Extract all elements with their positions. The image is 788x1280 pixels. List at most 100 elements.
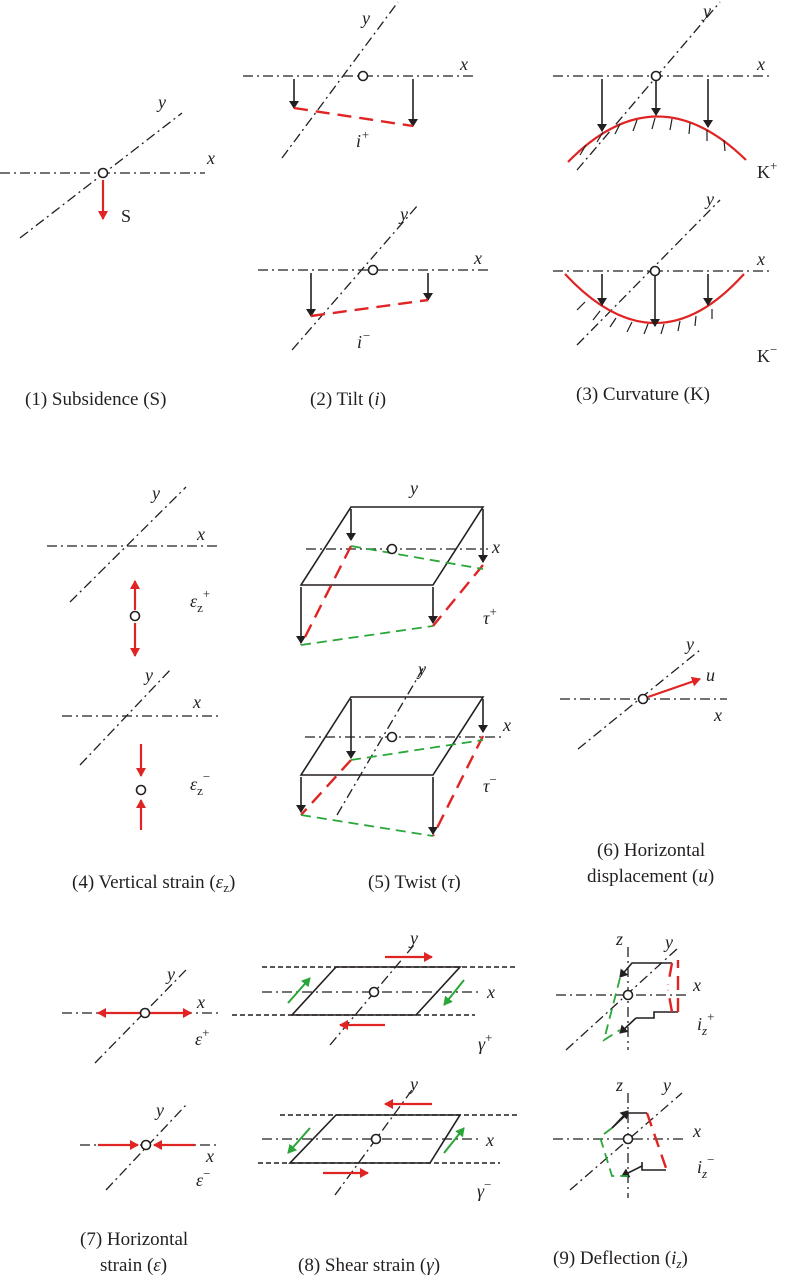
s-label: S [121,206,131,226]
x-label: x [473,248,482,268]
origin-point [97,167,109,179]
k-minus-label: K− [757,342,777,366]
twisted-edge [350,545,484,570]
origin-point [650,70,662,82]
point [135,784,147,796]
panel-vertical-strain-negative: x y εz− [62,665,218,830]
deflection-line [611,1112,647,1129]
x-label: x [756,249,765,269]
caption-shear-strain: (8) Shear strain (γ) [298,1255,440,1276]
y-label: y [408,928,418,948]
panel-horizontal-displacement: y u x [560,634,727,750]
y-axis [576,199,721,346]
shear-parallelogram [288,1114,462,1164]
y-label: y [684,634,694,654]
twisted-edge [431,735,485,837]
shear-parallelogram [290,966,462,1016]
x-label: x [713,705,722,725]
panel-subsidence: x y S [0,92,215,239]
panel-shear-strain-positive: y x γ+ [232,928,518,1054]
panel-twist-positive: y x τ+ [296,478,500,646]
x-label: x [502,715,511,735]
k-plus-label: K+ [757,158,777,182]
y-axis [281,1,399,159]
origin-point [370,1133,382,1145]
deflected-edge [602,977,621,1042]
y-axis [576,1,721,171]
panel-horizontal-strain-negative: y x ε− [80,1100,220,1191]
panel-shear-strain-negative: y x γ− [258,1074,518,1201]
eps-minus-label: ε− [196,1166,210,1190]
origin-point [368,986,380,998]
y-label: y [156,92,166,112]
origin-point [367,264,379,276]
x-label: x [192,692,201,712]
x-label: x [486,982,495,1002]
caption-vertical-strain: (4) Vertical strain (εz) [72,872,235,895]
displacement-arrow [647,676,701,699]
x-label: x [205,1146,214,1166]
caption-horizontal-strain-line1: (7) Horizontal [80,1229,188,1250]
y-axis [94,969,187,1064]
y-axis [336,664,426,816]
y-label: y [416,659,426,679]
gamma-minus-label: γ− [477,1177,491,1201]
panel-deflection-negative: z y x iz− [553,1075,714,1198]
origin-point [386,731,398,743]
caption-horizontal-displacement-line1: (6) Horizontal [597,840,705,861]
z-label: z [615,929,623,949]
x-label: x [196,992,205,1012]
panel-tilt-positive: x y i+ [243,1,475,159]
origin-point [637,693,649,705]
deflection-arrow [611,1110,629,1129]
origin-point [140,1139,152,1151]
tau-plus-label: τ+ [483,604,497,628]
caption-horizontal-strain-line2: strain (ε) [100,1255,167,1276]
eps-z-plus-label: εz+ [190,586,210,615]
plane-outline [299,696,485,776]
y-axis [577,649,701,750]
x-label: x [459,54,468,74]
panel-twist-negative: y x τ− [296,659,511,837]
hatching [576,301,713,335]
y-axis [565,947,679,1051]
tau-minus-label: τ− [483,772,497,796]
panel-curvature-positive: x y K+ [553,1,777,182]
hatching [579,117,726,156]
twisted-edge [300,625,434,646]
y-label: y [165,964,175,984]
twisted-edge [300,759,352,816]
x-label: x [485,1130,494,1150]
panel-tilt-negative: x y i− [258,204,492,352]
i-plus-label: i+ [356,127,370,151]
shear-arrow-up [443,1127,465,1154]
x-label: x [692,975,701,995]
iz-plus-label: iz+ [697,1009,714,1038]
y-label: y [143,665,153,685]
y-axis [291,204,419,351]
y-label: y [150,483,160,503]
shear-arrow-down [287,1127,311,1154]
y-label: y [661,1075,671,1095]
caption-subsidence: (1) Subsidence (S) [25,389,166,410]
origin-point [139,1007,151,1019]
tilted-line [310,298,429,318]
iz-minus-label: iz− [697,1152,714,1181]
deflection-line [641,1162,666,1171]
y-label: y [360,8,370,28]
u-label: u [706,665,715,685]
deflection-line [636,1011,678,1019]
panel-horizontal-strain-positive: y x ε+ [62,964,218,1064]
caption-curvature: (3) Curvature (K) [576,384,710,405]
x-label: x [491,537,500,557]
y-label: y [704,189,714,209]
deflected-edge [645,1112,668,1169]
caption-deflection: (9) Deflection (iz) [553,1248,688,1271]
caption-tilt: (2) Tilt (i) [310,389,386,410]
x-label: x [692,1121,701,1141]
deflected-edge [598,1127,628,1177]
twisted-edge [432,564,484,627]
y-axis [69,486,187,603]
y-label: y [408,1074,418,1094]
y-axis [79,667,173,766]
